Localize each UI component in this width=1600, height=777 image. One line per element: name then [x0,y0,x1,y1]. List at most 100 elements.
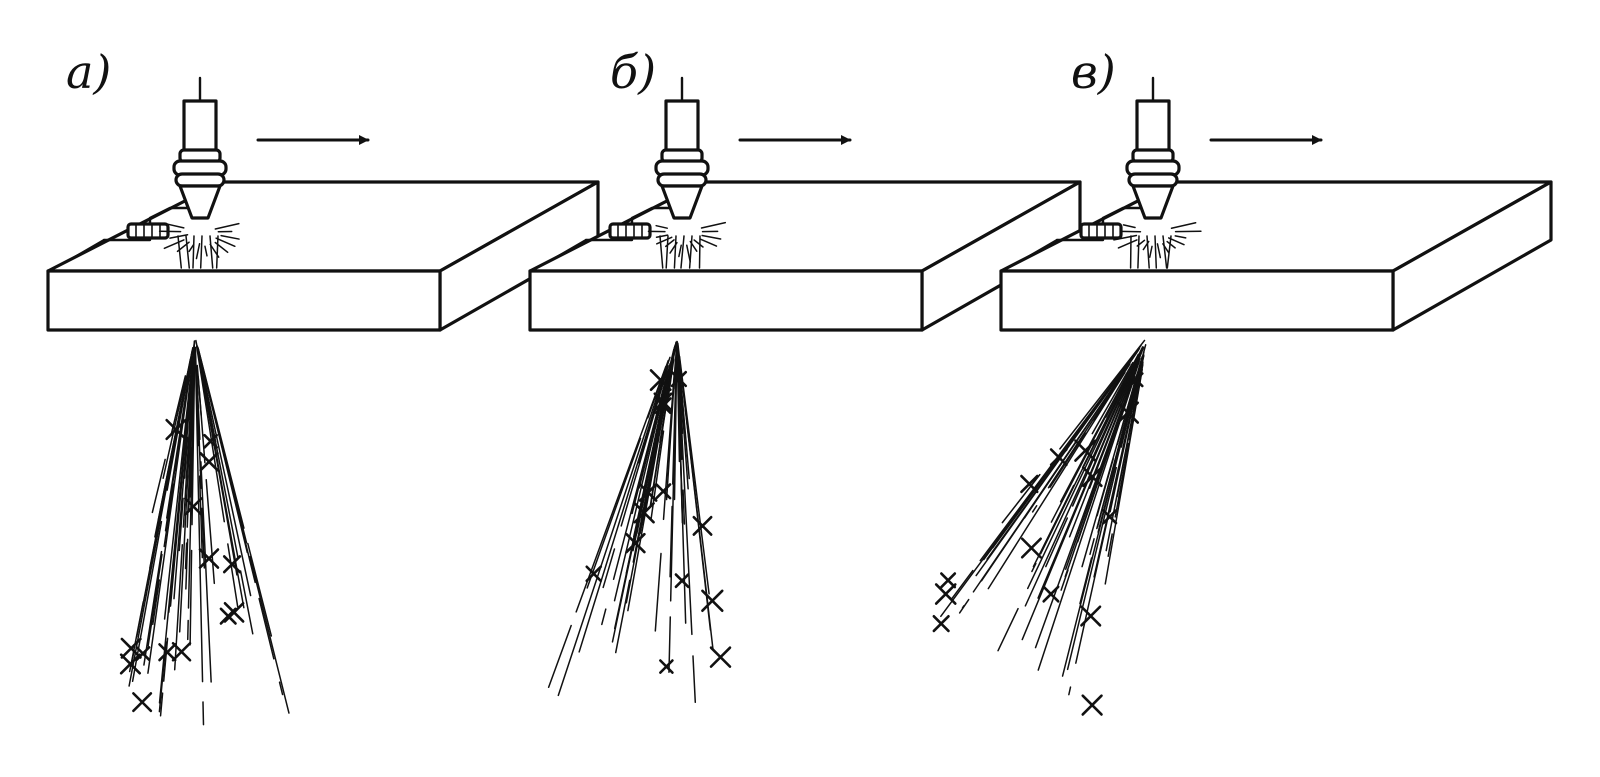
droplet-cross-icon [199,452,219,472]
droplet-cross-icon [198,548,220,569]
plate-front-face [999,269,1395,332]
spark-ray [655,224,668,229]
spark-ray [678,244,682,258]
droplet-cross-icon [184,497,203,516]
spark-ray [195,243,201,260]
droplet-cross-icon [135,646,151,662]
spark-ray [204,245,208,257]
droplet-cross-icon [649,369,672,392]
droplet-cross-icon [625,532,646,554]
kerf-streak [1154,235,1158,269]
spark-ray [178,497,184,552]
spark-ray [1091,361,1134,435]
droplet-stroke [203,433,219,449]
kerf-streak [199,235,203,269]
spark-ray [601,608,607,626]
kerf-streak [688,235,693,269]
droplet-stroke [659,659,674,674]
droplet-stroke [1081,466,1103,488]
droplet-stroke [940,572,957,589]
spark-ray [547,624,572,688]
spark-ray [1059,339,1146,450]
panel-label-c: в) [1071,45,1116,99]
spark-ray [1113,234,1138,241]
spark-ray [1037,375,1136,671]
kerf-line [64,238,106,264]
spark-ray [1021,347,1144,641]
panel-label-b: б) [610,45,656,99]
torch-barrel [1135,99,1171,153]
kerf-line [1017,238,1059,264]
droplet-cross-icon [1128,372,1144,388]
droplet-stroke [1116,401,1140,424]
spark-jet [547,340,732,704]
torch-nozzle [660,184,704,220]
spark-ray [620,368,668,527]
panel-a: а) [46,45,600,726]
spark-ray [195,345,226,523]
spark-ray [677,357,684,435]
spark-ray [1068,686,1072,696]
droplet-stroke [932,614,950,633]
droplet-stroke [199,452,219,472]
spark-ray [676,342,690,480]
cutting-torch-icon [1125,76,1181,220]
droplet-stroke [709,646,732,668]
workpiece-plate [528,180,1082,332]
plate-front-face [46,269,442,332]
spark-ray [184,542,188,570]
panel-b: б) [528,45,1082,704]
spark-ray [1039,346,1144,555]
kerf-streak [698,235,701,269]
spark-ray [982,366,1126,561]
droplet-cross-icon [203,433,219,449]
spark-ray [159,692,164,717]
droplet-stroke [165,418,187,441]
kerf-edge [1055,206,1155,242]
spark-ray [220,234,240,240]
torch-nut-lower [656,172,708,188]
droplet-cross-icon [171,641,192,662]
droplet-cross-icon [934,583,957,605]
spark-ray [163,239,185,250]
spark-ray [602,548,616,589]
droplet-stroke [625,532,646,554]
spark-ray [1031,562,1037,573]
spark-ray [165,359,193,519]
spark-ray [1156,243,1162,259]
cutting-torch-icon [654,76,710,220]
spark-ray [614,579,631,654]
droplet-cross-icon [1020,537,1042,559]
spark-ray [682,489,686,525]
droplet-stroke [638,483,658,502]
droplet-cross-icon [165,418,187,441]
droplet-cross-icon [709,646,732,668]
droplet-cross-icon [223,601,245,623]
droplet-stroke [119,653,141,675]
spark-ray [578,374,666,653]
droplet-stroke [649,369,672,392]
kerf-streak [177,235,183,269]
droplet-stroke [670,370,688,388]
droplet-stroke [701,589,724,612]
spark-ray [669,505,673,578]
kerf-streak [1146,235,1150,269]
spark-ray [247,542,273,637]
slag-bead [608,222,652,240]
spark-ray [673,342,678,390]
spark-ray [201,507,206,569]
spark-burst [1113,222,1202,269]
spark-ray [700,221,727,229]
spark-ray [166,351,193,491]
spark-ray [655,234,669,238]
spark-ray [1026,356,1139,590]
droplet-cross-icon [222,555,242,574]
droplet-cross-icon [119,653,141,675]
spark-jet [932,339,1147,716]
spark-ray [1170,222,1197,229]
droplet-stroke [184,497,203,516]
spark-ray [1050,442,1094,523]
workpiece-plate [46,180,600,332]
droplet-stroke [934,583,957,605]
